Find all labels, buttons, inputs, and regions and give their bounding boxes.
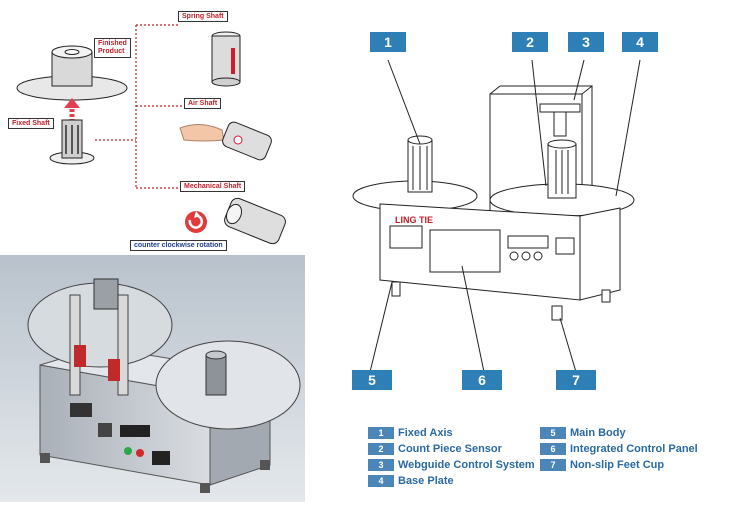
legend-item: 1 Fixed Axis (368, 427, 453, 439)
finished-product-label: Finished Product (94, 38, 131, 58)
rotation-label: counter clockwise rotation (130, 240, 227, 251)
legend-item: 4 Base Plate (368, 475, 454, 487)
brand-label: LING TIE (395, 215, 433, 225)
shaft-diagram-art (16, 24, 286, 245)
callout-3: 3 (568, 32, 604, 52)
callout-7: 7 (556, 370, 596, 390)
legend-item: 3 Webguide Control System (368, 459, 535, 471)
air-shaft-label: Air Shaft (184, 98, 222, 109)
callout-2: 2 (512, 32, 548, 52)
machine-render-art (0, 255, 305, 502)
fixed-shaft-label: Fixed Shaft (8, 118, 54, 129)
machine-line-drawing: LING TIE 1 2 3 4 5 6 7 (320, 20, 740, 395)
callout-4: 4 (622, 32, 658, 52)
mechanical-shaft-label: Mechanical Shaft (180, 181, 246, 192)
callout-5: 5 (352, 370, 392, 390)
callout-6: 6 (462, 370, 502, 390)
line-drawing-art (352, 59, 641, 373)
legend-item: 6 Integrated Control Panel (540, 443, 698, 455)
legend-item: 5 Main Body (540, 427, 626, 439)
machine-render-panel (0, 255, 305, 502)
callout-1: 1 (370, 32, 406, 52)
legend-item: 2 Count Piece Sensor (368, 443, 502, 455)
shaft-types-panel: Finished Product Fixed Shaft Spring Shaf… (0, 0, 300, 255)
legend-item: 7 Non-slip Feet Cup (540, 459, 664, 471)
spring-shaft-label: Spring Shaft (178, 11, 228, 22)
